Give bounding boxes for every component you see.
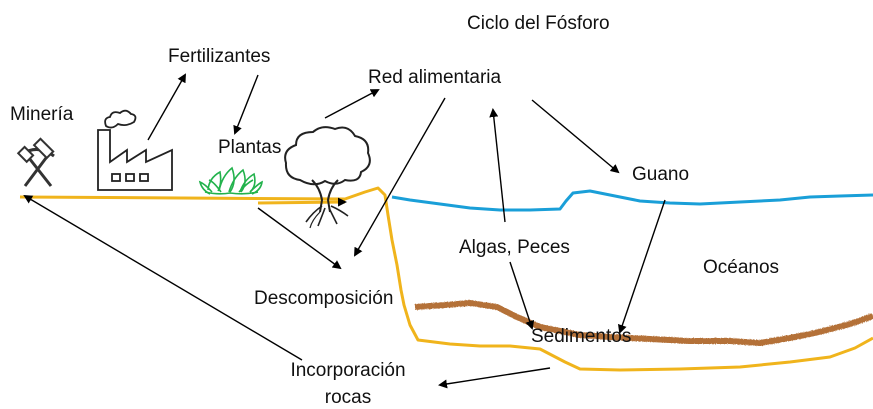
arrow-fertilizantes-to-plantas	[233, 74, 259, 135]
label-incorporacion: Incorporación rocas	[278, 361, 418, 407]
label-incorporacion-line1: Incorporación	[290, 360, 406, 381]
arrow-algas-to-sedimentos	[509, 261, 535, 330]
arrow-plants-to-descomposicion	[257, 207, 342, 270]
water-line	[391, 189, 873, 212]
label-plantas: Plantas	[218, 137, 282, 158]
label-incorporacion-line2: rocas	[324, 387, 372, 408]
pickaxe-hammer-icon	[16, 137, 55, 187]
arrow-incorporacion-to-mineria	[23, 194, 303, 361]
arrow-algas-to-red-alimentaria	[489, 108, 506, 223]
diagram-title: Ciclo del Fósforo	[467, 13, 610, 34]
arrow-tree-to-red-alimentaria	[324, 89, 380, 119]
land-line	[19, 186, 873, 372]
arrow-guano-to-sedimentos	[617, 199, 666, 334]
label-guano: Guano	[632, 164, 690, 185]
tree-icon	[284, 126, 371, 229]
label-sedimentos: Sedimentos	[531, 326, 632, 347]
arrow-land-runoff	[257, 197, 347, 207]
label-descomposicion: Descomposición	[254, 288, 394, 309]
label-mineria: Minería	[10, 104, 74, 125]
factory-icon	[97, 109, 173, 191]
plant-leaves-icon	[198, 166, 263, 195]
label-red-alimentaria: Red alimentaria	[368, 67, 502, 88]
arrow-sedimentos-to-incorporacion	[438, 367, 551, 389]
sediment-band	[414, 299, 873, 347]
arrow-red-alimentaria-to-guano	[531, 99, 620, 174]
arrow-red-alimentaria-to-descomposicion	[354, 97, 446, 257]
arrow-factory-to-fertilizantes	[147, 73, 186, 141]
label-fertilizantes: Fertilizantes	[168, 46, 271, 67]
label-algas-peces: Algas, Peces	[459, 237, 570, 258]
label-oceanos: Océanos	[703, 257, 780, 278]
